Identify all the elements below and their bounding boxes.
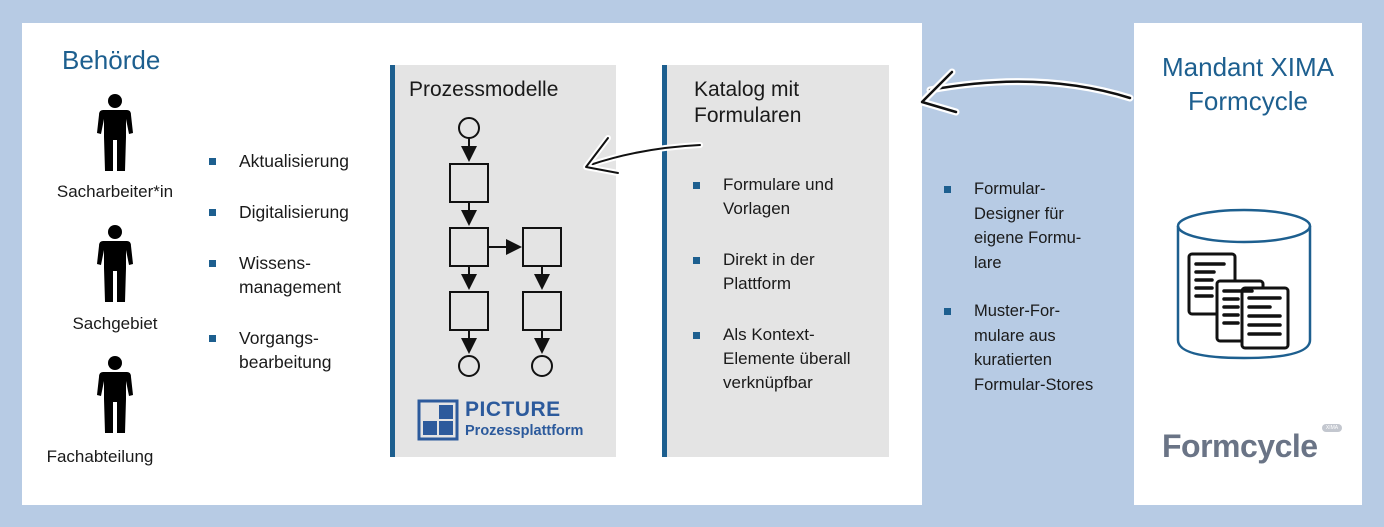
picture-logo-name: PICTURE: [465, 398, 561, 421]
bullet-square-icon: [944, 308, 951, 315]
bullet-square-icon: [209, 260, 216, 267]
xima-badge: XIMA: [1322, 424, 1342, 432]
person-icon: [97, 94, 133, 171]
arrow-mandant-to-behoerde-icon: [918, 68, 1134, 116]
bullet-item: Aktualisierung: [209, 149, 349, 173]
prozessmodelle-box: Prozessmodelle P: [390, 65, 616, 457]
accent-bar: [390, 65, 395, 457]
person-icon: [97, 356, 133, 433]
bullet-square-icon: [209, 335, 216, 342]
bullet-square-icon: [693, 257, 700, 264]
bullet-square-icon: [693, 332, 700, 339]
bullet-square-icon: [209, 209, 216, 216]
picture-logo-icon: [417, 399, 459, 441]
arrows-layer: [583, 68, 1134, 176]
picture-logo-subtitle: Prozessplattform: [465, 423, 584, 439]
role-label: Sachgebiet: [72, 314, 158, 333]
behoerde-bullets: Aktualisierung Digitalisierung Wissens-m…: [209, 149, 349, 374]
role-label: Fachabteilung: [46, 447, 154, 466]
bullet-item: Vorgangs-bearbeitung: [209, 326, 349, 374]
process-flow-icon: [449, 117, 562, 377]
bullet-item: Digitalisierung: [209, 200, 349, 224]
bullet-square-icon: [209, 158, 216, 165]
person-icon: [97, 225, 133, 302]
katalog-title: Katalog mit Formularen: [694, 78, 802, 127]
prozessmodelle-title: Prozessmodelle: [409, 78, 559, 101]
formcycle-logo: Formcycle: [1162, 428, 1318, 464]
role-label: Sacharbeiter*in: [56, 182, 174, 201]
database-documents-icon: [1176, 208, 1312, 360]
bullet-item: Wissens-management: [209, 251, 349, 299]
mandant-title: Mandant XIMA Formcycle: [1162, 52, 1334, 116]
accent-bar: [662, 65, 667, 457]
bullet-square-icon: [944, 186, 951, 193]
bullet-square-icon: [693, 182, 700, 189]
arrow-katalog-to-prozess-icon: [583, 135, 703, 176]
behoerde-title: Behörde: [62, 45, 161, 75]
